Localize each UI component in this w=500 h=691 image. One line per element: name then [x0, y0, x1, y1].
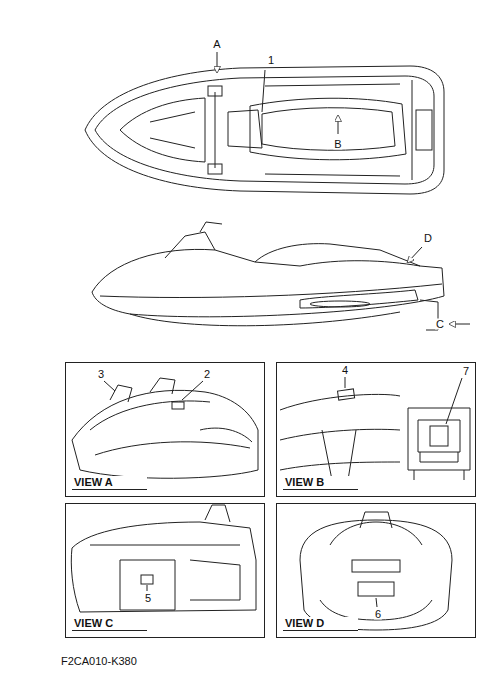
- view-arrow: [338, 116, 339, 134]
- line-art: [200, 428, 252, 442]
- line-art: [95, 76, 434, 184]
- callout-number: 7: [462, 366, 470, 377]
- callout-number: A: [212, 39, 221, 50]
- callout-number: 1: [267, 55, 275, 66]
- line-art: [414, 452, 464, 480]
- line-art: [418, 420, 460, 452]
- view-title: VIEW A: [72, 476, 147, 490]
- line-art: [182, 381, 203, 400]
- line-art: [310, 301, 370, 307]
- line-art: [360, 512, 392, 528]
- line-art: [200, 222, 222, 232]
- line-art: [90, 401, 210, 430]
- line-art: [280, 429, 400, 440]
- line-art: [92, 249, 444, 316]
- line-art: [322, 430, 356, 480]
- line-art: [300, 290, 418, 308]
- view-title: VIEW B: [283, 476, 358, 490]
- callout-number: 2: [203, 369, 211, 380]
- line-art: [262, 70, 265, 112]
- view-arrow: [450, 324, 470, 325]
- line-art: [358, 582, 394, 596]
- line-art: [215, 92, 216, 168]
- line-art: [110, 385, 132, 402]
- side-view: [92, 222, 444, 330]
- line-art: [130, 312, 400, 326]
- line-art: [85, 66, 444, 194]
- view-title: VIEW D: [283, 617, 358, 631]
- line-art: [265, 84, 400, 176]
- view-arrow: [217, 52, 218, 72]
- leader-line: [376, 598, 377, 607]
- line-art: [120, 98, 205, 162]
- line-art: [100, 284, 442, 298]
- view-a-art: [72, 378, 258, 478]
- line-art: [228, 110, 262, 148]
- line-art: [408, 408, 470, 470]
- view-frame: VIEW A: [65, 362, 265, 497]
- line-art: [430, 426, 448, 446]
- line-art: [172, 402, 184, 409]
- callout-number: 5: [144, 593, 152, 604]
- line-art: [141, 575, 153, 584]
- view-d-art: [300, 512, 452, 630]
- line-art: [330, 522, 422, 545]
- line-art: [250, 98, 406, 160]
- top-view: [85, 66, 444, 194]
- line-art: [255, 244, 420, 266]
- line-art: [150, 378, 175, 394]
- view-c-art: [71, 505, 256, 612]
- line-art: [104, 381, 115, 391]
- line-art: [208, 164, 222, 174]
- line-art: [345, 377, 346, 388]
- drawing-code: F2CA010-K380: [60, 656, 138, 667]
- line-art: [120, 560, 175, 610]
- line-art: [165, 232, 215, 258]
- view-b-art: [280, 377, 470, 480]
- callout-number: 3: [97, 369, 105, 380]
- line-art: [300, 520, 452, 630]
- view-arrow: [408, 247, 422, 262]
- line-art: [150, 112, 195, 148]
- line-art: [72, 390, 258, 478]
- line-art: [95, 442, 250, 455]
- line-art: [280, 394, 400, 410]
- line-art: [280, 462, 400, 470]
- view-title: VIEW C: [72, 617, 147, 631]
- line-art: [90, 545, 240, 546]
- view-frame: VIEW C: [65, 503, 265, 638]
- line-art: [338, 389, 355, 400]
- line-art: [416, 110, 432, 150]
- line-art: [190, 560, 240, 600]
- line-art: [208, 86, 222, 96]
- callout-number: 4: [341, 365, 349, 376]
- line-art: [446, 378, 462, 424]
- callout-number: B: [333, 139, 342, 150]
- line-art: [71, 522, 256, 612]
- callout-number: C: [435, 319, 445, 330]
- callout-number: 6: [374, 609, 382, 620]
- leader-line: [147, 585, 148, 591]
- line-art: [412, 80, 413, 180]
- view-frame: VIEW B: [276, 362, 476, 497]
- callout-number: D: [423, 233, 433, 244]
- line-art: [352, 560, 400, 572]
- line-art: [262, 108, 395, 151]
- line-art: [205, 505, 230, 522]
